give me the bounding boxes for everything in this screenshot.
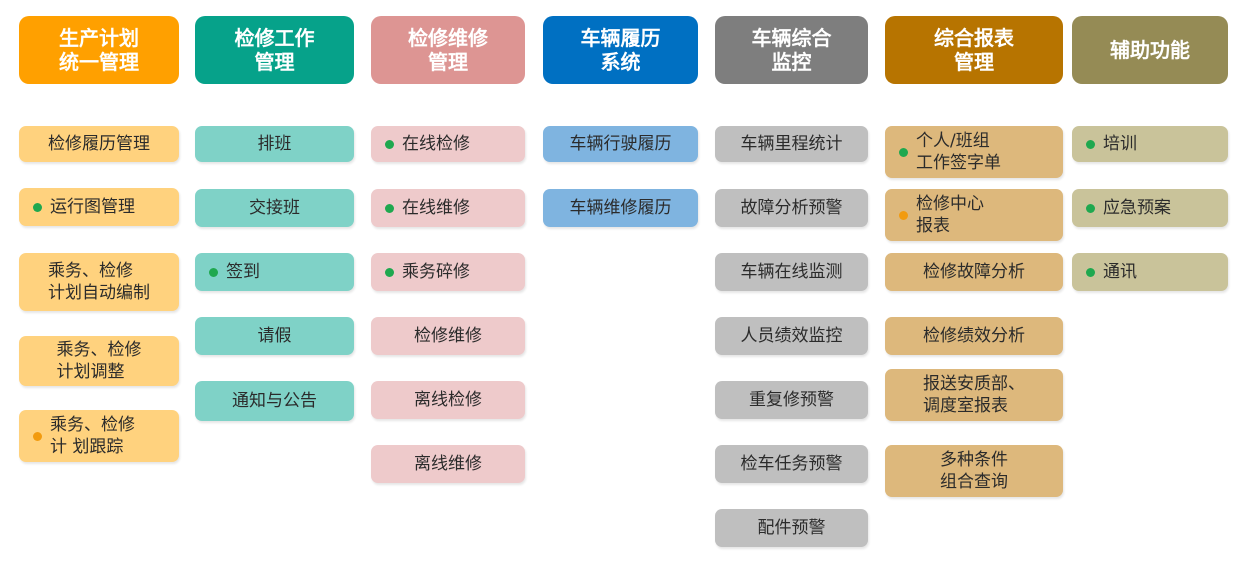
function-item-online-inspection: 在线检修 — [371, 126, 525, 162]
function-item-label: 车辆里程统计 — [740, 134, 843, 154]
function-item-label: 重复修预警 — [749, 390, 834, 410]
function-item-label: 排班 — [257, 134, 292, 154]
status-dot-green-icon — [385, 139, 394, 149]
function-item-crew-minor-repair: 乘务碎修 — [371, 253, 525, 291]
function-item-training: 培训 — [1072, 126, 1228, 162]
function-item-shift-scheduling: 排班 — [195, 126, 354, 162]
function-item-label: 检修履历管理 — [48, 134, 150, 154]
function-item-label: 乘务、检修 计划调整 — [56, 340, 142, 382]
function-item-label: 离线维修 — [414, 454, 482, 474]
function-item-label: 离线检修 — [414, 390, 482, 410]
function-item-plan-tracking: 乘务、检修 计 划跟踪 — [19, 410, 179, 462]
status-dot-green-icon — [1086, 139, 1095, 149]
function-item-communication: 通讯 — [1072, 253, 1228, 291]
status-dot-orange-icon — [899, 210, 908, 220]
function-item-auto-scheduling: 乘务、检修 计划自动编制 — [19, 253, 179, 311]
function-item-maintenance-report: 检修中心 报表 — [885, 189, 1063, 241]
function-item-online-repair: 在线维修 — [371, 189, 525, 227]
function-item-label: 车辆行驶履历 — [569, 134, 672, 154]
function-item-label: 签到 — [226, 262, 260, 282]
function-item-leave-request: 请假 — [195, 317, 354, 355]
function-item-inspection-repair: 检修维修 — [371, 317, 525, 355]
function-item-label: 请假 — [257, 326, 292, 346]
function-item-check-in: 签到 — [195, 253, 354, 291]
function-item-mileage-stats: 车辆里程统计 — [715, 126, 868, 162]
function-item-staff-signoff-sheet: 个人/班组 工作签字单 — [885, 126, 1063, 178]
function-item-performance-analysis: 检修绩效分析 — [885, 317, 1063, 355]
function-item-label: 乘务碎修 — [402, 262, 470, 282]
function-item-label: 交接班 — [249, 198, 300, 218]
function-item-offline-repair: 离线维修 — [371, 445, 525, 483]
function-item-plan-adjustment: 乘务、检修 计划调整 — [19, 336, 179, 386]
function-item-label: 报送安质部、 调度室报表 — [923, 374, 1025, 416]
function-item-parts-warning: 配件预警 — [715, 509, 868, 547]
function-item-staff-performance: 人员绩效监控 — [715, 317, 868, 355]
function-item-maintenance-history: 检修履历管理 — [19, 126, 179, 162]
function-item-label: 配件预警 — [757, 518, 826, 538]
function-item-label: 乘务、检修 计划自动编制 — [48, 261, 150, 303]
function-item-label: 在线维修 — [402, 198, 470, 218]
function-item-offline-inspection: 离线检修 — [371, 381, 525, 419]
function-item-label: 个人/班组 工作签字单 — [916, 131, 1001, 173]
function-item-repeat-repair-warning: 重复修预警 — [715, 381, 868, 419]
status-dot-orange-icon — [33, 431, 42, 441]
function-item-notices: 通知与公告 — [195, 381, 354, 421]
function-item-label: 乘务、检修 计 划跟踪 — [50, 415, 135, 457]
status-dot-green-icon — [385, 203, 394, 213]
function-item-label: 检车任务预警 — [740, 454, 843, 474]
function-item-label: 培训 — [1103, 134, 1137, 154]
function-item-label: 通知与公告 — [232, 391, 317, 411]
function-item-label: 检修中心 报表 — [916, 194, 984, 236]
function-item-emergency-plan: 应急预案 — [1072, 189, 1228, 227]
function-item-label: 应急预案 — [1103, 198, 1171, 218]
function-item-label: 在线检修 — [402, 134, 470, 154]
function-item-vehicle-driving-history: 车辆行驶履历 — [543, 126, 698, 162]
function-item-shift-handover: 交接班 — [195, 189, 354, 227]
function-item-vehicle-repair-history: 车辆维修履历 — [543, 189, 698, 227]
function-item-label: 车辆维修履历 — [569, 198, 672, 218]
function-item-label: 人员绩效监控 — [740, 326, 843, 346]
function-item-label: 检修故障分析 — [923, 262, 1025, 282]
function-item-safety-dispatch-report: 报送安质部、 调度室报表 — [885, 369, 1063, 421]
function-item-label: 车辆在线监测 — [740, 262, 843, 282]
status-dot-green-icon — [209, 267, 218, 277]
function-item-label: 通讯 — [1103, 262, 1137, 282]
column-header-inspection-repair: 检修维修 管理 — [371, 16, 525, 84]
column-header-production-planning: 生产计划 统一管理 — [19, 16, 179, 84]
column-header-maintenance-work: 检修工作 管理 — [195, 16, 354, 84]
column-header-vehicle-monitoring: 车辆综合 监控 — [715, 16, 868, 84]
function-item-fault-warning: 故障分析预警 — [715, 189, 868, 227]
function-item-label: 检修维修 — [414, 326, 482, 346]
status-dot-green-icon — [1086, 267, 1095, 277]
function-item-label: 故障分析预警 — [740, 198, 843, 218]
function-item-timetable: 运行图管理 — [19, 188, 179, 226]
status-dot-green-icon — [899, 147, 908, 157]
function-item-label: 多种条件 组合查询 — [940, 450, 1008, 492]
status-dot-green-icon — [33, 202, 42, 212]
function-item-online-monitoring: 车辆在线监测 — [715, 253, 868, 291]
function-item-label: 检修绩效分析 — [923, 326, 1025, 346]
status-dot-green-icon — [385, 267, 394, 277]
function-item-label: 运行图管理 — [50, 197, 135, 217]
column-header-auxiliary: 辅助功能 — [1072, 16, 1228, 84]
column-header-reports: 综合报表 管理 — [885, 16, 1063, 84]
function-item-fault-analysis: 检修故障分析 — [885, 253, 1063, 291]
column-header-vehicle-history: 车辆履历 系统 — [543, 16, 698, 84]
function-item-combined-query: 多种条件 组合查询 — [885, 445, 1063, 497]
status-dot-green-icon — [1086, 203, 1095, 213]
function-item-inspection-task-warning: 检车任务预警 — [715, 445, 868, 483]
